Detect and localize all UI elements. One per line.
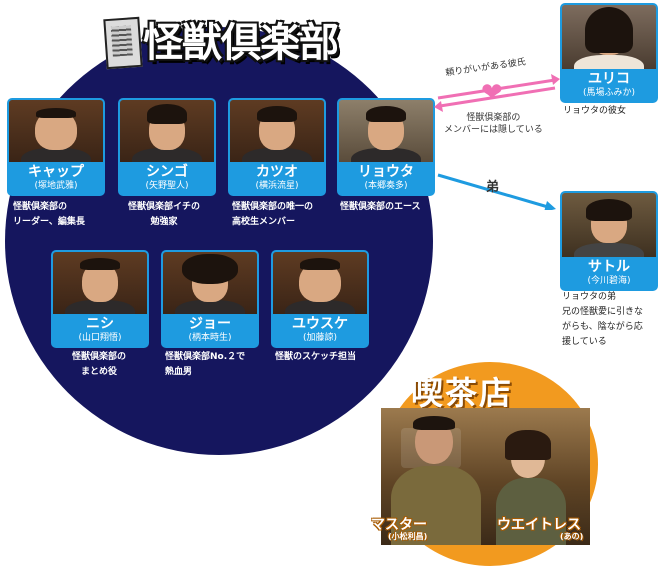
book-icon xyxy=(103,16,143,70)
member-card-yusuke[interactable]: ユウスケ (加藤諒) xyxy=(271,250,369,348)
member-desc: 怪獣倶楽部の唯一の高校生メンバー xyxy=(232,202,314,227)
member-name: ジョー xyxy=(189,316,231,332)
member-photo xyxy=(273,252,367,314)
yuriko-desc: リョウタの彼女 xyxy=(563,106,627,116)
member-actor: (柄本時生) xyxy=(188,333,232,343)
satoru-name: サトル xyxy=(588,259,630,275)
club-title: 怪獣倶楽部 xyxy=(143,20,339,66)
satoru-actor: (今川碧海) xyxy=(587,276,631,286)
member-actor: (山口翔悟) xyxy=(78,333,122,343)
cafe-waitress-role: ウエイトレス xyxy=(497,517,581,533)
member-actor: (矢野聖人) xyxy=(145,181,189,191)
member-name: キャップ xyxy=(28,164,84,180)
satoru-photo xyxy=(562,193,656,257)
member-card-ryota[interactable]: リョウタ (本郷奏多) xyxy=(337,98,435,196)
yuriko-name: ユリコ xyxy=(588,71,630,87)
yuriko-card[interactable]: ユリコ (馬場ふみか) xyxy=(560,3,658,103)
heart-icon: ❤ xyxy=(481,78,503,108)
member-name: リョウタ xyxy=(358,164,414,180)
member-actor: (横浜流星) xyxy=(255,181,299,191)
member-name: ニシ xyxy=(86,316,114,332)
club-circle xyxy=(5,27,433,455)
member-photo xyxy=(230,100,324,162)
yuriko-actor: (馬場ふみか) xyxy=(582,88,636,98)
member-desc: 怪獣倶楽部No.２で熱血男 xyxy=(165,352,246,377)
arrow-to-yuriko xyxy=(437,78,556,100)
member-actor: (塚地武雅) xyxy=(34,181,78,191)
relation-arrows xyxy=(434,74,560,210)
member-desc: 怪獣のスケッチ担当 xyxy=(275,352,357,362)
member-photo xyxy=(163,252,257,314)
arrowhead-to-yuriko xyxy=(551,74,560,85)
yuriko-photo xyxy=(562,5,656,69)
arrowhead-to-satoru xyxy=(544,201,556,210)
member-desc: 怪獣倶楽部のまとめ役 xyxy=(72,352,127,377)
cafe-waitress-actor: (あの) xyxy=(560,532,584,541)
member-photo xyxy=(53,252,147,314)
club-logo: 怪獣倶楽部 xyxy=(103,6,339,76)
satoru-desc: リョウタの弟 兄の怪獣愛に引きな がらも、陰ながら応 援している xyxy=(562,292,644,347)
member-name: ユウスケ xyxy=(292,316,348,332)
arrow-to-satoru xyxy=(437,173,549,209)
member-actor: (加藤諒) xyxy=(302,333,338,343)
arrowhead-from-yuriko xyxy=(434,101,443,112)
member-card-cap[interactable]: キャップ (塚地武雅) xyxy=(7,98,105,196)
satoru-card[interactable]: サトル (今川碧海) xyxy=(560,191,658,291)
cafe-title: 喫茶店 xyxy=(411,374,514,412)
member-photo xyxy=(9,100,103,162)
member-photo xyxy=(120,100,214,162)
member-card-katsuo[interactable]: カツオ (横浜流星) xyxy=(228,98,326,196)
relation-label-brother: 弟 xyxy=(486,180,500,195)
relation-label-from-yuriko: 怪獣倶楽部のメンバーには隠している xyxy=(444,113,543,135)
member-desc: 怪獣倶楽部イチの勉強家 xyxy=(128,202,201,227)
member-desc: 怪獣倶楽部のリーダー、編集長 xyxy=(13,202,85,227)
member-desc: 怪獣倶楽部のエース xyxy=(340,202,421,212)
cafe-photo xyxy=(381,408,590,545)
cafe-master-role: マスター xyxy=(371,517,427,533)
member-card-joe[interactable]: ジョー (柄本時生) xyxy=(161,250,259,348)
member-card-nishi[interactable]: ニシ (山口翔悟) xyxy=(51,250,149,348)
cafe-master-actor: (小松利昌) xyxy=(388,532,428,541)
member-name: シンゴ xyxy=(146,164,188,180)
member-card-shingo[interactable]: シンゴ (矢野聖人) xyxy=(118,98,216,196)
member-photo xyxy=(339,100,433,162)
member-name: カツオ xyxy=(256,164,298,180)
member-actor: (本郷奏多) xyxy=(364,181,408,191)
arrow-from-yuriko xyxy=(439,86,556,108)
